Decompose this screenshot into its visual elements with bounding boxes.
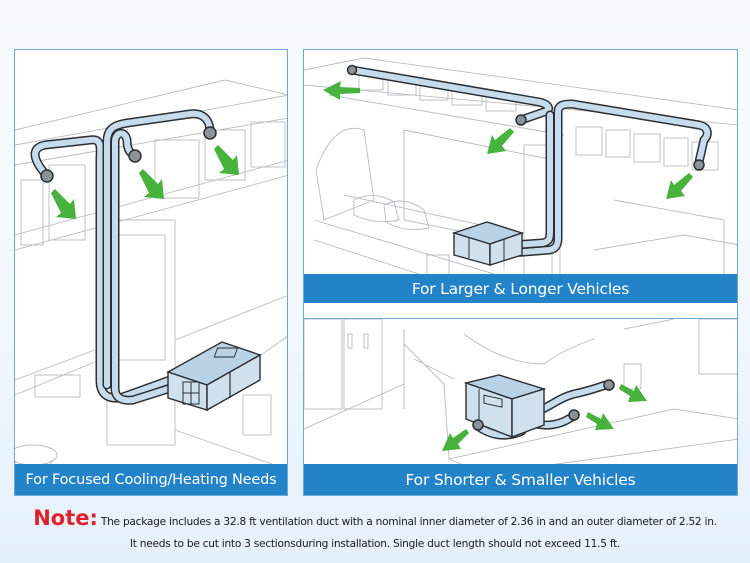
airflow-arrow-icon — [51, 189, 76, 219]
heater-unit — [166, 341, 262, 412]
installation-note: Note: The package includes a 32.8 ft ven… — [0, 506, 750, 550]
vent-outlets — [472, 379, 615, 431]
focused-install-illustration — [15, 79, 287, 495]
airflow-arrows — [442, 384, 647, 451]
vent-outlet-icon — [515, 114, 527, 126]
vent-outlet-icon — [40, 169, 54, 183]
airflow-arrow-icon — [619, 384, 647, 402]
vent-outlet-icon — [693, 159, 705, 171]
vent-outlets — [346, 64, 705, 171]
panel-focused-cooling: For Focused Cooling/Heating Needs — [14, 49, 288, 496]
caption-banner-focused: For Focused Cooling/Heating Needs — [15, 464, 287, 495]
airflow-arrow-icon — [586, 412, 614, 430]
vent-outlet-icon — [603, 379, 615, 391]
vent-outlet-icon — [472, 419, 484, 431]
airflow-arrow-icon — [214, 145, 239, 175]
airflow-arrow-icon — [487, 128, 514, 154]
vent-outlet-icon — [568, 409, 580, 421]
heater-unit — [451, 221, 525, 266]
note-line-1: The package includes a 32.8 ft ventilati… — [100, 516, 717, 528]
note-label: Note: — [33, 506, 98, 530]
duct-runs — [30, 109, 215, 405]
airflow-arrows — [51, 145, 239, 219]
note-line-2: It needs to be cut into 3 sectionsduring… — [129, 538, 621, 550]
vent-outlet-icon — [346, 64, 358, 76]
vent-outlets — [40, 126, 217, 183]
cabin-lineart — [304, 57, 737, 296]
airflow-arrow-icon — [442, 429, 469, 451]
airflow-arrows — [323, 81, 693, 199]
caption-banner-shorter: For Shorter & Smaller Vehicles — [304, 464, 737, 495]
caption-banner-larger: For Larger & Longer Vehicles — [304, 274, 737, 303]
duct-runs — [347, 65, 712, 259]
panel-shorter-vehicles: For Shorter & Smaller Vehicles — [303, 318, 738, 496]
panel-larger-vehicles: For Larger & Longer Vehicles — [303, 49, 738, 319]
larger-install-illustration — [304, 57, 737, 296]
vent-outlet-icon — [203, 126, 217, 140]
airflow-arrow-icon — [666, 173, 693, 199]
airflow-arrow-icon — [323, 81, 360, 100]
vent-outlet-icon — [128, 149, 142, 163]
airflow-arrow-icon — [139, 169, 164, 199]
